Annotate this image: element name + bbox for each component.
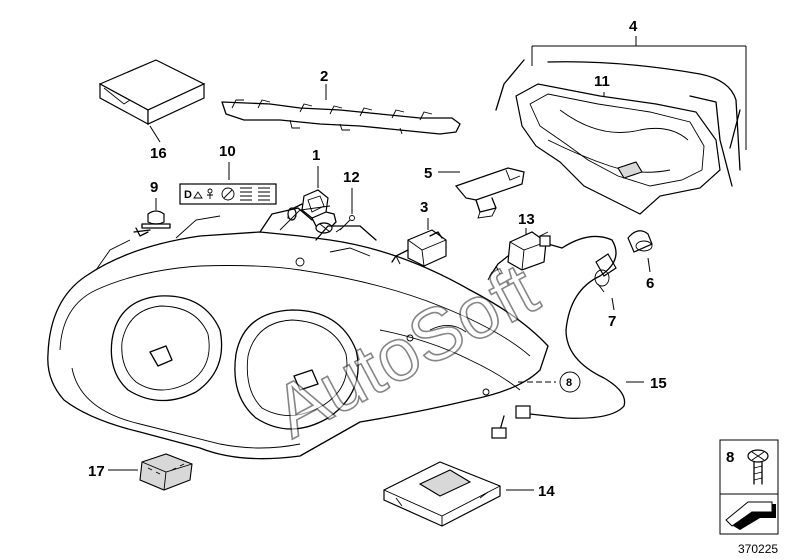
watermark-text: AutoSoft	[261, 247, 551, 454]
inset-screw-box: 8	[719, 439, 779, 535]
warning-label-plate: D	[179, 183, 277, 205]
bulb-socket-icon	[391, 229, 447, 267]
housing-cover-icon	[515, 83, 721, 215]
callout-15: 15	[650, 375, 667, 392]
label-plate-text: D	[184, 189, 192, 201]
diagram-id: 370225	[738, 542, 778, 556]
mounting-strip-icon	[221, 84, 461, 135]
callout-2: 2	[320, 68, 328, 85]
callout-4: 4	[629, 18, 638, 35]
inset-arrow-icon	[725, 501, 776, 530]
side-marker-bulb-icon	[627, 230, 653, 273]
callout-12: 12	[343, 169, 360, 186]
xenon-bulb-icon	[487, 231, 549, 281]
cable-icon	[491, 235, 626, 439]
callout-14: 14	[538, 483, 555, 500]
callout-6: 6	[646, 275, 654, 292]
callout-16: 16	[150, 145, 167, 162]
inset-label-8: 8	[726, 449, 734, 466]
callout-9: 9	[150, 179, 158, 196]
pin-icon	[335, 215, 355, 233]
screw-icon	[133, 210, 171, 237]
wire-frame-icon	[495, 59, 741, 187]
callout-3: 3	[420, 199, 428, 216]
xenon-ballast-icon	[383, 461, 501, 527]
callout-11: 11	[594, 73, 610, 90]
indicator-bulb-icon	[594, 253, 617, 311]
inset-screw-icon	[747, 449, 769, 485]
package-box-icon	[98, 59, 206, 143]
callout-1: 1	[312, 147, 320, 164]
callout-13: 13	[518, 211, 535, 228]
ref-circle-8: 8	[566, 377, 572, 389]
callout-7: 7	[608, 313, 616, 330]
headlight-housing-icon	[47, 205, 549, 460]
callout-5: 5	[424, 165, 432, 182]
control-module-icon	[139, 453, 193, 491]
callout-10: 10	[219, 143, 236, 160]
watermark: AutoSoft	[260, 246, 552, 454]
bracket-icon	[454, 167, 525, 219]
callout-17: 17	[88, 463, 105, 480]
